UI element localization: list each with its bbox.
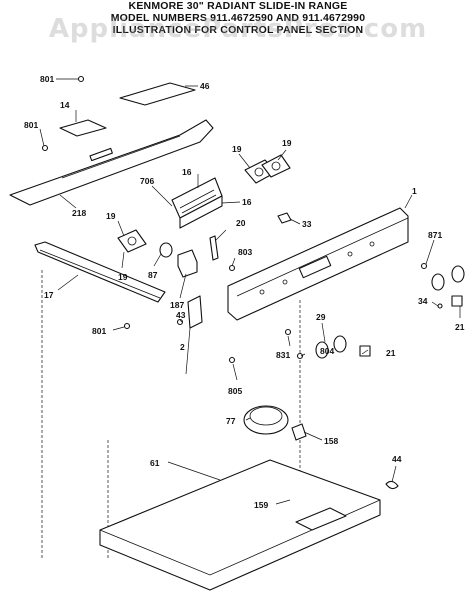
callout-1: 1: [412, 186, 417, 196]
callout-61: 61: [150, 458, 160, 468]
callout-44: 44: [392, 454, 402, 464]
callout-805: 805: [228, 386, 242, 396]
callout-803: 803: [238, 247, 252, 257]
callout-159: 159: [254, 500, 268, 510]
header-model-numbers: MODEL NUMBERS 911.4672590 AND 911.467299…: [110, 12, 366, 24]
callout-21-a: 21: [455, 322, 465, 332]
part-1-hole-2: [282, 279, 288, 285]
callout-20: 20: [236, 218, 246, 228]
callout-706: 706: [140, 176, 154, 186]
callout-804: 804: [320, 346, 334, 356]
callout-29: 29: [316, 312, 326, 322]
callout-2: 2: [180, 342, 185, 352]
part-1-hole-1: [259, 289, 265, 295]
part-187-box: [177, 249, 198, 278]
part-19-switch-left-knob: [254, 167, 264, 177]
callout-34: 34: [418, 296, 428, 306]
part-21-knob-a: [431, 273, 445, 291]
part-46-bracket: [119, 82, 196, 106]
part-1-display-window: [298, 255, 332, 279]
callout-33: 33: [302, 219, 312, 229]
part-218-trim: [9, 119, 214, 206]
part-21-cap: [451, 295, 463, 307]
part-33-clip: [277, 212, 292, 224]
callout-831: 831: [276, 350, 290, 360]
part-21-knob-b: [451, 265, 465, 283]
callout-19-c: 19: [106, 211, 116, 221]
callout-43: 43: [176, 310, 186, 320]
callout-14: 14: [60, 100, 70, 110]
part-19-switch-right-knob: [271, 161, 281, 171]
part-77-terminal-block: [243, 405, 289, 435]
part-87-knob: [159, 242, 173, 258]
screw-801-top: [77, 75, 85, 83]
callout-87: 87: [148, 270, 158, 280]
part-21-cap-lower: [359, 345, 371, 357]
callout-158: 158: [324, 436, 338, 446]
part-1-hole-3: [347, 251, 353, 257]
part-2-bracket: [187, 295, 203, 329]
part-19-switch-lower-knob: [127, 236, 137, 246]
callout-218: 218: [72, 208, 86, 218]
callout-801-left: 801: [24, 120, 38, 130]
callout-19-d: 19: [118, 272, 128, 282]
callout-16-top: 16: [182, 167, 192, 177]
screw-805: [228, 356, 236, 364]
callout-19-a: 19: [232, 144, 242, 154]
screw-804: [296, 352, 304, 360]
screw-871: [420, 262, 428, 270]
part-44-clip: [385, 480, 399, 490]
callout-801-top: 801: [40, 74, 54, 84]
callout-19-b: 19: [282, 138, 292, 148]
part-16-board-edge: [179, 195, 223, 229]
screw-803: [228, 264, 236, 272]
callout-46: 46: [200, 81, 210, 91]
screw-801-bottom: [123, 322, 131, 330]
part-1-hole-4: [369, 241, 375, 247]
part-19-switch-right: [261, 154, 291, 178]
callout-16-side: 16: [242, 197, 252, 207]
part-17-trim: [34, 241, 166, 303]
callout-871: 871: [428, 230, 442, 240]
part-14-plate: [59, 119, 107, 137]
callout-17: 17: [44, 290, 54, 300]
header-section-name: ILLUSTRATION FOR CONTROL PANEL SECTION: [112, 24, 364, 36]
watermark: AppliancePartsPros.com: [48, 14, 428, 44]
callout-21-b: 21: [386, 348, 396, 358]
part-218-slot: [89, 147, 113, 162]
part-19-switch-lower: [117, 229, 147, 253]
part-17-edge: [39, 249, 161, 299]
callout-187: 187: [170, 300, 184, 310]
part-20-bracket: [209, 235, 219, 261]
screw-831: [284, 328, 292, 336]
callout-77: 77: [226, 416, 236, 426]
part-77-terminal-inner: [249, 406, 283, 426]
diagram-header: KENMORE 30" RADIANT SLIDE-IN RANGE MODEL…: [0, 0, 476, 36]
header-title: KENMORE 30" RADIANT SLIDE-IN RANGE: [128, 0, 348, 12]
callout-801-bottom: 801: [92, 326, 106, 336]
part-29-knob-right: [333, 335, 347, 353]
part-61-cutout: [295, 507, 347, 531]
part-158-clamp: [291, 423, 307, 441]
part-29-knob-left: [315, 341, 329, 359]
screw-801-left: [41, 144, 49, 152]
part-1-panel-edge: [236, 217, 409, 297]
part-218-edge: [61, 135, 181, 179]
screw-43: [176, 318, 184, 326]
screw-34: [437, 303, 443, 309]
part-61-bottom-pan: [99, 459, 381, 591]
leader-lines: [39, 78, 461, 505]
part-16-detail: [179, 189, 217, 214]
